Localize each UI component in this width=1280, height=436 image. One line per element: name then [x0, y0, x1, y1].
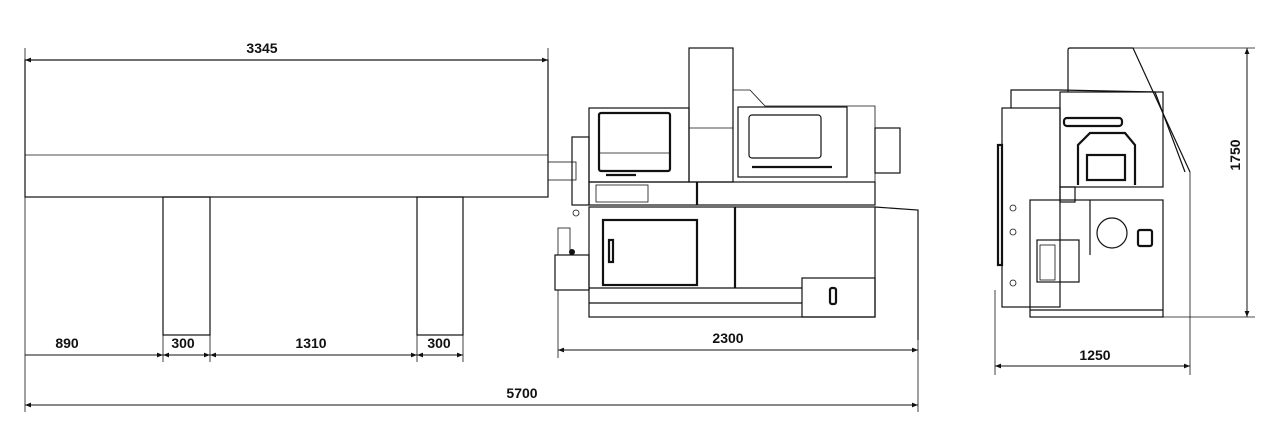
control-screen — [597, 111, 672, 173]
dim-label-leg-width-2: 300 — [427, 335, 451, 351]
bar-feeder-body — [24, 59, 549, 198]
bar-feeder-leg-right — [416, 196, 464, 336]
door-window — [748, 114, 822, 159]
machine-band — [588, 181, 876, 206]
machine-door — [737, 106, 848, 178]
machine-front-view — [554, 47, 919, 340]
bar-feeder — [24, 59, 577, 336]
dim-label-machine-depth: 1250 — [1079, 347, 1110, 363]
dim-label-machine-height: 1750 — [1227, 139, 1243, 170]
dim-label-bar-feeder-length: 3345 — [246, 40, 277, 56]
dim-label-leg-spacing: 1310 — [295, 335, 326, 351]
dim-label-leg-width-1: 300 — [171, 335, 195, 351]
side-panel — [1001, 107, 1061, 308]
extension-lines — [24, 47, 1255, 412]
dimension-lines — [25, 48, 1250, 408]
cabinet-door — [601, 218, 699, 287]
spindle-column — [688, 47, 734, 183]
dim-label-total-length: 5700 — [506, 385, 537, 401]
bar-feeder-leg-left — [162, 196, 211, 336]
side-cabinet — [1029, 199, 1164, 318]
bar-feeder-tube — [547, 161, 577, 181]
base-cabinet — [588, 206, 876, 318]
dimension-labels: 3345 890 300 1310 300 2300 5700 1250 175… — [55, 40, 1243, 401]
machine-side-view — [996, 47, 1191, 318]
dim-label-leg-offset: 890 — [55, 335, 79, 351]
spindle-head — [1085, 153, 1127, 182]
dim-label-machine-length: 2300 — [712, 330, 743, 346]
side-port — [1096, 217, 1128, 249]
